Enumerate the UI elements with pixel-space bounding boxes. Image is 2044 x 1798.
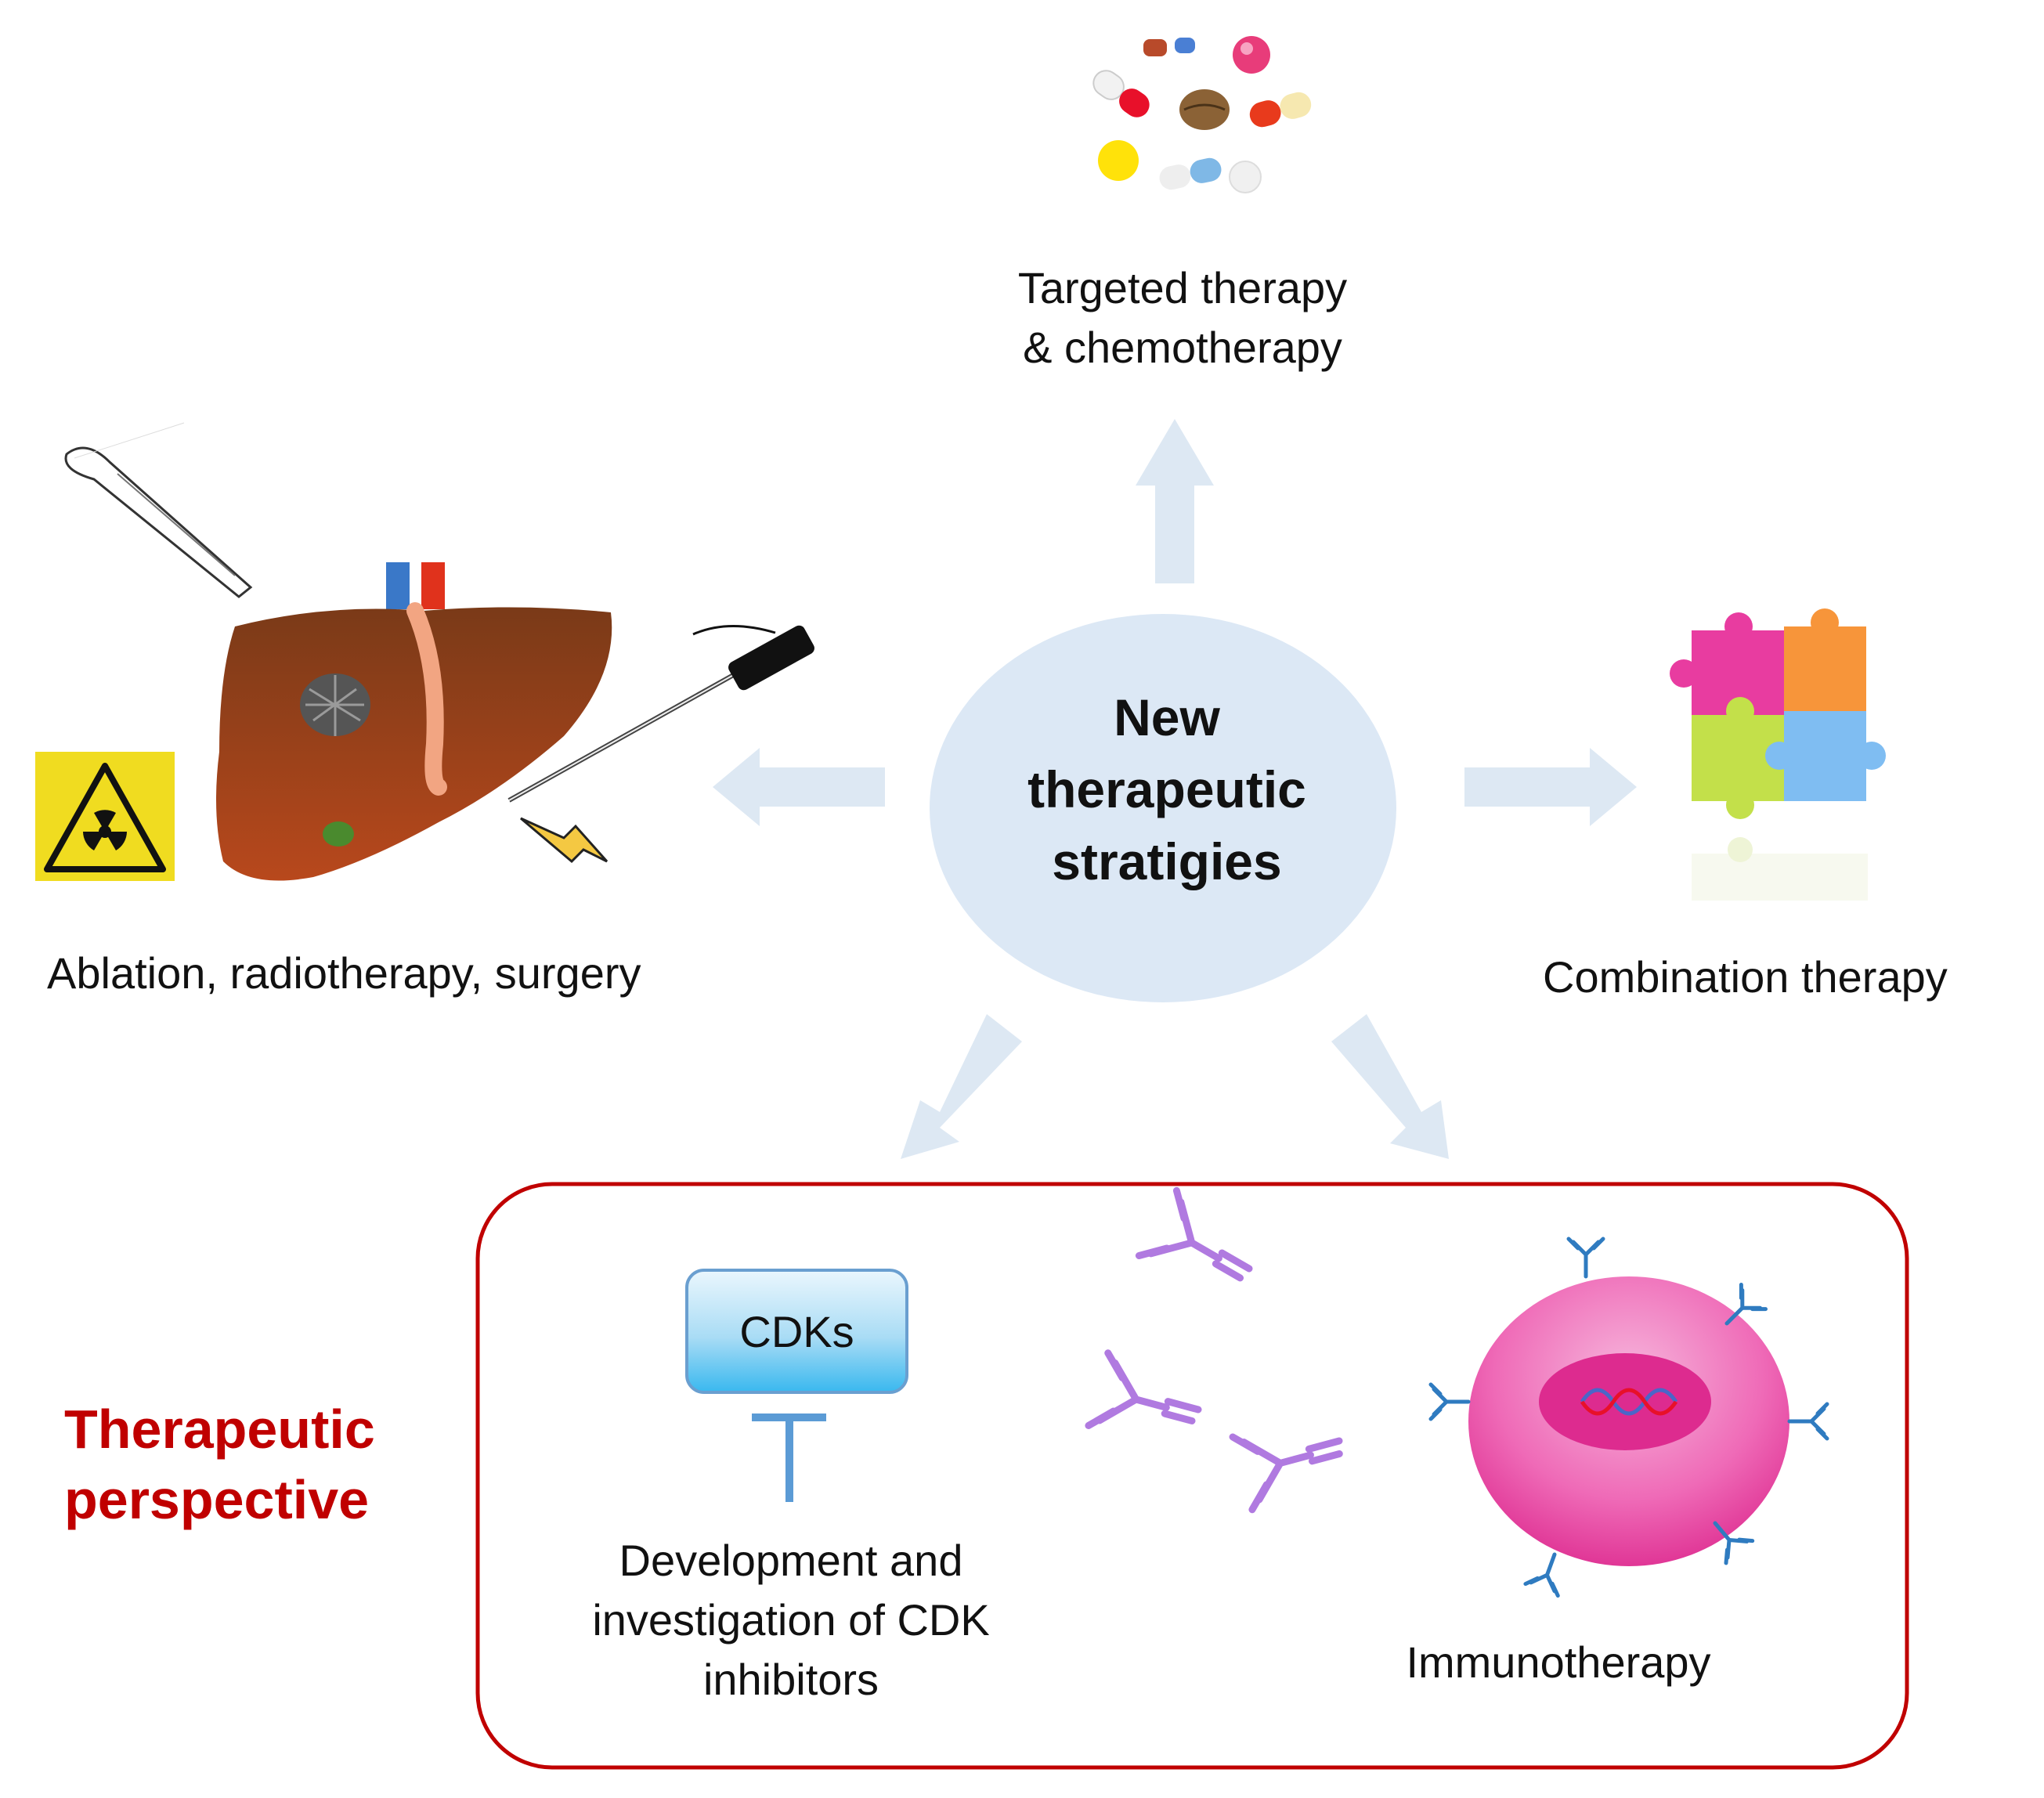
local-therapy-label: Ablation, radiotherapy, surgery [47, 948, 641, 998]
arrow-left [713, 748, 885, 826]
perspective-frame [475, 1182, 1909, 1770]
arrow-up [1136, 419, 1214, 583]
arrow-down-right [1331, 1014, 1449, 1159]
perspective-title: Therapeutic perspective [64, 1399, 375, 1530]
cdk-inhibitor-caption: Development and investigation of CDK inh… [592, 1536, 990, 1704]
puzzle-icon [1670, 608, 1886, 901]
arrow-right [1464, 748, 1637, 826]
antibody-cell-icon [1431, 1239, 1827, 1596]
ablation-probe-icon [507, 624, 814, 864]
cdk-box: CDKs [685, 1269, 908, 1394]
radiation-icon [35, 752, 175, 881]
pills-icon [1092, 36, 1312, 193]
liver-icon [216, 562, 612, 881]
antibody-icon [1089, 1190, 1351, 1509]
immunotherapy-label: Immunotherapy [1406, 1637, 1711, 1687]
combination-therapy-label: Combination therapy [1543, 952, 1948, 1002]
center-ellipse [930, 614, 1396, 1002]
targeted-therapy-label: Targeted therapy & chemotherapy [1017, 263, 1348, 372]
center-title: New therapeutic stratigies [1027, 688, 1306, 890]
scalpel-icon [64, 422, 253, 598]
inhibition-symbol [752, 1413, 826, 1502]
arrow-down-left [901, 1014, 1022, 1159]
